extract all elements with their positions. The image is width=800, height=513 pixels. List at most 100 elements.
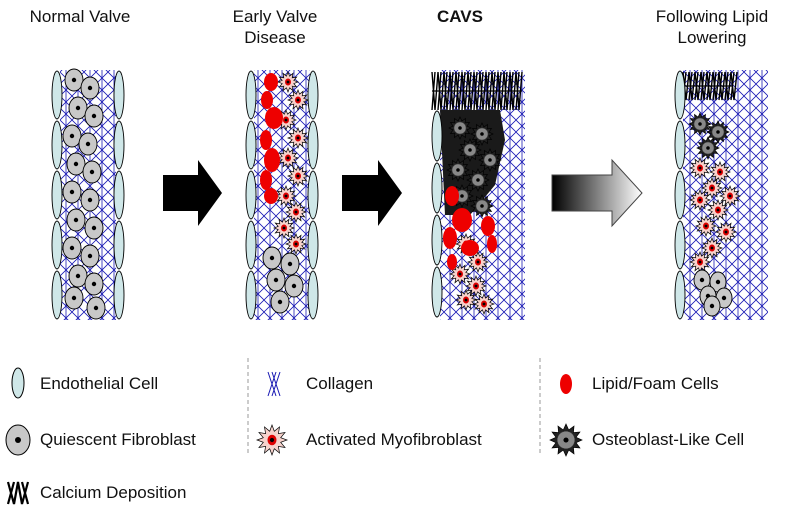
osteoblast-like-cell xyxy=(706,120,730,144)
quiescent-fibroblast xyxy=(270,290,290,314)
osteoblast-like-cell xyxy=(688,112,712,136)
panel-normal-valve xyxy=(51,68,125,320)
progression-arrow-1 xyxy=(163,160,222,226)
endothelial-cell xyxy=(51,170,63,220)
progression-arrow-2 xyxy=(342,160,402,226)
endothelial-cell xyxy=(245,70,257,120)
activated-myofibroblast xyxy=(465,275,487,297)
activated-myofibroblast xyxy=(701,237,723,259)
activated-myofibroblast xyxy=(287,127,309,149)
legend-label-calcium: Calcium Deposition xyxy=(40,483,187,502)
quiescent-fibroblast xyxy=(62,124,82,148)
osteoblast-like-cell xyxy=(446,158,470,182)
quiescent-fibroblast xyxy=(80,188,100,212)
osteoblast-like-cell xyxy=(696,136,720,160)
legend-label-lipid: Lipid/Foam Cells xyxy=(592,374,719,393)
endothelial-cell xyxy=(307,120,319,170)
quiescent-fibroblast xyxy=(82,160,102,184)
activated-myofibroblast xyxy=(287,165,309,187)
progression-arrow-gradient xyxy=(551,158,643,228)
quiescent-fibroblast xyxy=(84,104,104,128)
endothelial-cell xyxy=(113,270,125,320)
osteoblast-like-cell xyxy=(470,194,494,218)
activated-myofibroblast xyxy=(285,233,307,255)
endothelial-cell xyxy=(674,270,686,320)
endothelial-cell xyxy=(51,270,63,320)
activated-myofibroblast xyxy=(285,201,307,223)
endothelial-cell xyxy=(431,162,443,214)
quiescent-fibroblast xyxy=(66,208,86,232)
osteoblast-like-cell xyxy=(466,168,490,192)
endothelial-cell xyxy=(113,120,125,170)
calcium-deposition-icon xyxy=(6,481,30,505)
endothelial-cell-icon xyxy=(11,367,25,399)
quiescent-fibroblast xyxy=(280,252,300,276)
endothelial-cell xyxy=(245,170,257,220)
activated-myofibroblast xyxy=(277,147,299,169)
endothelial-cell xyxy=(674,70,686,120)
activated-myofibroblast xyxy=(707,199,729,221)
endothelial-cell xyxy=(431,266,443,318)
activated-myofibroblast xyxy=(689,189,711,211)
quiescent-fibroblast xyxy=(62,236,82,260)
osteoblast-like-cell xyxy=(549,423,583,457)
endothelial-cell xyxy=(431,214,443,266)
endothelial-cell xyxy=(245,270,257,320)
lipid-foam-cells xyxy=(443,186,497,270)
activated-myofibroblast-icon xyxy=(255,423,289,457)
quiescent-fibroblast xyxy=(703,295,721,317)
quiescent-fibroblast xyxy=(262,246,282,270)
endothelial-cell xyxy=(307,170,319,220)
legend-label-myofibroblast: Activated Myofibroblast xyxy=(306,430,482,449)
quiescent-fibroblast xyxy=(68,96,88,120)
legend-label-endothelial: Endothelial Cell xyxy=(40,374,159,393)
quiescent-fibroblast xyxy=(80,244,100,268)
quiescent-fibroblast xyxy=(64,68,84,92)
legend-label-osteoblast: Osteoblast-Like Cell xyxy=(592,430,745,449)
osteoblast-like-cell-icon xyxy=(549,423,583,457)
quiescent-fibroblast xyxy=(84,216,104,240)
activated-myofibroblast xyxy=(277,71,299,93)
stage-title-early-disease: Early Valve Disease xyxy=(232,7,318,47)
activated-myofibroblast xyxy=(715,221,737,243)
endothelial-cell xyxy=(307,70,319,120)
stage-title-normal-valve: Normal Valve xyxy=(29,7,131,26)
endothelial-cell xyxy=(113,220,125,270)
endothelial-cell xyxy=(113,170,125,220)
quiescent-fibroblast-icon xyxy=(5,424,31,456)
quiescent-fibroblast xyxy=(64,286,84,310)
activated-myofibroblast xyxy=(455,289,477,311)
endothelial-cell xyxy=(307,220,319,270)
activated-myofibroblast xyxy=(719,185,741,207)
activated-myofibroblast xyxy=(473,293,495,315)
panel-early-disease xyxy=(245,70,319,320)
quiescent-fibroblast xyxy=(62,180,82,204)
calcium-deposition xyxy=(682,71,738,101)
activated-myofibroblast xyxy=(709,161,731,183)
endothelial-cell xyxy=(51,120,63,170)
stage-title-lipid-lowering: Following Lipid Lowering xyxy=(655,7,769,47)
activated-myofibroblast xyxy=(701,177,723,199)
activated-myofibroblast xyxy=(275,185,297,207)
lipid-foam-cells xyxy=(260,73,283,204)
activated-myofibroblast xyxy=(287,89,309,111)
quiescent-fibroblast xyxy=(86,296,106,320)
endothelial-cell xyxy=(245,220,257,270)
endothelial-cell xyxy=(431,110,443,162)
endothelial-cell xyxy=(51,220,63,270)
activated-myofibroblast xyxy=(689,157,711,179)
quiescent-fibroblast xyxy=(66,152,86,176)
legend-label-fibroblast: Quiescent Fibroblast xyxy=(40,430,196,449)
endothelial-cell xyxy=(51,70,63,120)
collagen-icon xyxy=(267,371,281,397)
quiescent-fibroblast xyxy=(284,274,304,298)
activated-myofibroblast xyxy=(467,251,489,273)
quiescent-fibroblast xyxy=(80,76,100,100)
activated-myofibroblast xyxy=(695,215,717,237)
panel-lipid-lowering xyxy=(674,70,768,320)
osteoblast-like-cell xyxy=(458,138,482,162)
endothelial-cell xyxy=(307,270,319,320)
stage-title-cavs: CAVS xyxy=(437,7,483,26)
osteoblast-like-cell xyxy=(478,148,502,172)
